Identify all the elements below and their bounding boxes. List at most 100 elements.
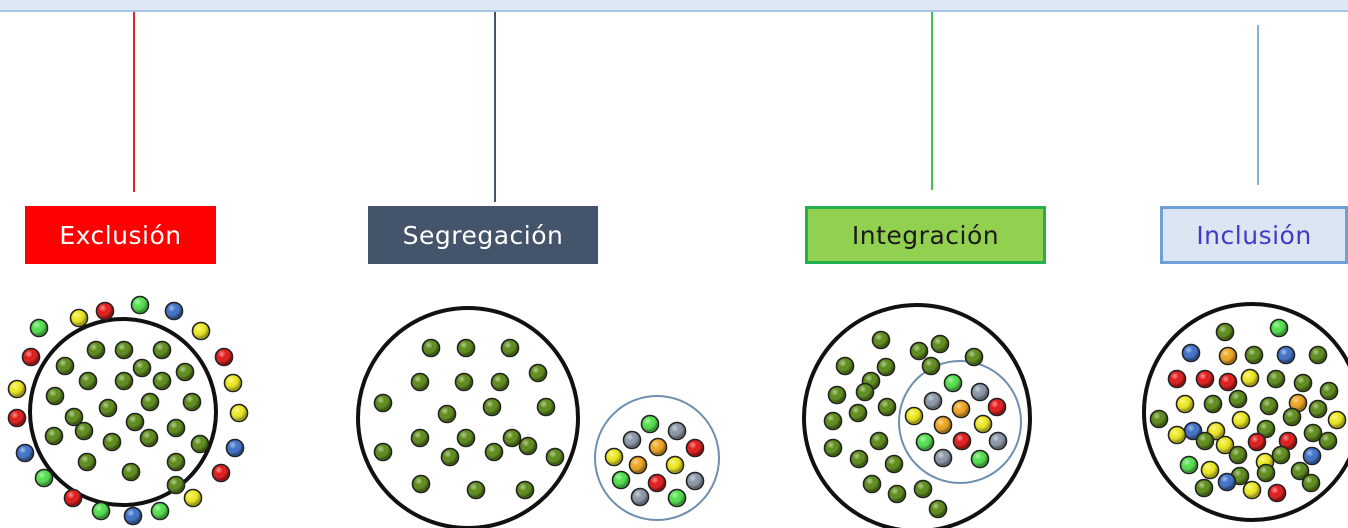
green-dot	[1293, 373, 1313, 393]
green-dot	[823, 438, 843, 458]
yellow-dot	[223, 373, 243, 393]
red-dot	[647, 473, 667, 493]
green-dot	[456, 428, 476, 448]
green-dot	[848, 403, 868, 423]
yellow-dot	[1200, 460, 1220, 480]
green-dot	[876, 357, 896, 377]
yellow-dot	[7, 379, 27, 399]
green-dot	[500, 338, 520, 358]
orange-dot	[1218, 346, 1238, 366]
connector-line-integration	[931, 12, 933, 190]
green-dot	[166, 418, 186, 438]
lightgreen-dot	[915, 432, 935, 452]
yellow-dot	[1231, 410, 1251, 430]
red-dot	[95, 301, 115, 321]
green-dot	[869, 431, 889, 451]
gray-dot	[923, 391, 943, 411]
green-dot	[190, 434, 210, 454]
yellow-dot	[1242, 480, 1262, 500]
green-dot	[454, 372, 474, 392]
lightgreen-dot	[34, 468, 54, 488]
green-dot	[86, 340, 106, 360]
green-dot	[964, 347, 984, 367]
stage-label: Segregación	[402, 220, 564, 250]
stage-integration: Integración	[805, 206, 1046, 264]
green-dot	[466, 480, 486, 500]
green-dot	[1203, 394, 1223, 414]
lightgreen-dot	[667, 488, 687, 508]
green-dot	[166, 452, 186, 472]
red-dot	[7, 408, 27, 428]
blue-dot	[225, 438, 245, 458]
green-dot	[1301, 473, 1321, 493]
green-dot	[45, 386, 65, 406]
green-dot	[152, 371, 172, 391]
green-dot	[928, 499, 948, 519]
green-dot	[121, 462, 141, 482]
green-dot	[132, 358, 152, 378]
green-dot	[827, 385, 847, 405]
green-dot	[1228, 445, 1248, 465]
red-dot	[987, 397, 1007, 417]
green-dot	[410, 372, 430, 392]
stage-label: Inclusión	[1196, 220, 1312, 250]
connector-line-segregation	[494, 12, 496, 202]
green-dot	[913, 479, 933, 499]
green-dot	[1215, 322, 1235, 342]
red-dot	[1267, 483, 1287, 503]
green-dot	[1271, 445, 1291, 465]
green-dot	[490, 372, 510, 392]
red-dot	[1195, 369, 1215, 389]
gray-dot	[988, 431, 1008, 451]
blue-dot	[1217, 472, 1237, 492]
red-dot	[21, 347, 41, 367]
exclusion-circle	[28, 317, 218, 507]
integration-minority-circle	[898, 360, 1022, 484]
green-dot	[518, 436, 538, 456]
yellow-dot	[183, 488, 203, 508]
yellow-dot	[973, 414, 993, 434]
red-dot	[1218, 372, 1238, 392]
yellow-dot	[69, 308, 89, 328]
green-dot	[1149, 409, 1169, 429]
red-dot	[1247, 432, 1267, 452]
orange-dot	[933, 415, 953, 435]
green-dot	[909, 341, 929, 361]
yellow-dot	[191, 321, 211, 341]
lightgreen-dot	[611, 470, 631, 490]
green-dot	[502, 428, 522, 448]
integration-main-circle	[802, 303, 1032, 528]
segregation-main-circle	[356, 306, 580, 528]
green-dot	[921, 356, 941, 376]
green-dot	[1266, 369, 1286, 389]
lightgreen-dot	[640, 414, 660, 434]
stage-inclusion: Inclusión	[1160, 206, 1348, 264]
green-dot	[1244, 345, 1264, 365]
green-dot	[125, 412, 145, 432]
green-dot	[114, 371, 134, 391]
gray-dot	[667, 421, 687, 441]
green-dot	[877, 397, 897, 417]
green-dot	[44, 426, 64, 446]
red-dot	[952, 431, 972, 451]
green-dot	[1319, 381, 1339, 401]
orange-dot	[648, 437, 668, 457]
green-dot	[528, 363, 548, 383]
green-dot	[78, 371, 98, 391]
yellow-dot	[1167, 425, 1187, 445]
lightgreen-dot	[1269, 318, 1289, 338]
gray-dot	[630, 487, 650, 507]
red-dot	[63, 488, 83, 508]
green-dot	[835, 356, 855, 376]
blue-dot	[1181, 343, 1201, 363]
lightgreen-dot	[943, 373, 963, 393]
red-dot	[685, 438, 705, 458]
green-dot	[536, 397, 556, 417]
blue-dot	[15, 443, 35, 463]
gray-dot	[622, 430, 642, 450]
gray-dot	[933, 448, 953, 468]
green-dot	[1308, 399, 1328, 419]
lightgreen-dot	[1179, 455, 1199, 475]
lightgreen-dot	[130, 295, 150, 315]
